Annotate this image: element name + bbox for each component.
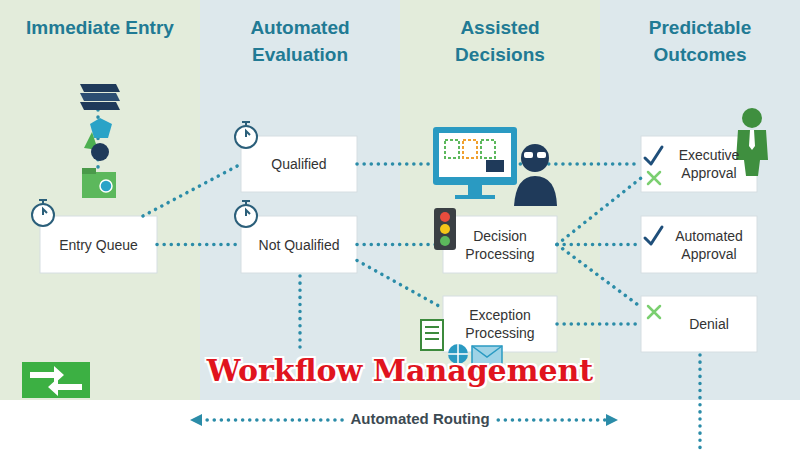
box-fill — [241, 216, 357, 273]
box-fill — [443, 296, 557, 352]
dotted-line — [698, 355, 702, 450]
box-label: Not Qualified — [259, 236, 340, 254]
process-box: Exception Processing — [443, 296, 557, 352]
dotted-connector — [357, 260, 443, 308]
band-header: Immediate Entry — [0, 14, 200, 41]
column-band: Assisted DecisionsDecision ProcessingExc… — [400, 0, 600, 400]
box-label: Executive Approval — [667, 146, 751, 182]
column-heading: Immediate Entry — [26, 14, 174, 41]
box-label: Exception Processing — [451, 306, 549, 342]
dotted-connector — [557, 322, 641, 326]
operator-figure — [514, 144, 557, 206]
band-header: Assisted Decisions — [400, 14, 600, 68]
box-fill — [641, 296, 757, 352]
process-box: Entry Queue — [40, 216, 157, 273]
process-box: Denial — [641, 296, 757, 352]
process-box: Qualified — [241, 136, 357, 192]
column-band: Automated EvaluationQualifiedNot Qualifi… — [200, 0, 400, 400]
box-label: Decision Processing — [451, 227, 549, 263]
process-box: Decision Processing — [443, 216, 557, 273]
column-band — [400, 0, 600, 400]
executive-figure — [736, 108, 768, 176]
box-label: Qualified — [271, 155, 326, 173]
dotted-connector — [357, 243, 443, 247]
box-label: Denial — [689, 315, 729, 333]
shape-icons — [84, 118, 112, 161]
folder-icon — [82, 168, 116, 198]
band-header: Automated Evaluation — [200, 14, 400, 68]
column-band: Predictable OutcomesExecutive ApprovalAu… — [600, 0, 800, 400]
column-band: Immediate EntryEntry Queue — [0, 0, 200, 400]
box-label: Entry Queue — [59, 236, 138, 254]
column-band — [600, 0, 800, 400]
band-header: Predictable Outcomes — [600, 14, 800, 68]
column-heading: Predictable Outcomes — [625, 14, 775, 68]
box-label: Automated Approval — [667, 227, 751, 263]
process-box: Executive Approval — [641, 136, 757, 192]
box-fill — [241, 136, 357, 192]
computer-icon — [433, 127, 517, 199]
column-heading: Assisted Decisions — [425, 14, 575, 68]
dotted-connector — [557, 243, 641, 247]
box-fill — [40, 216, 157, 273]
dotted-line — [298, 276, 302, 350]
title-row: Workflow Management — [0, 352, 800, 390]
dotted-connector — [557, 245, 641, 308]
traffic-light — [434, 208, 456, 250]
process-box: Not Qualified — [241, 216, 357, 273]
routing-arrowhead — [606, 414, 618, 426]
routing-icon — [22, 362, 90, 398]
stopwatch-icons — [32, 122, 257, 227]
column-heading: Automated Evaluation — [225, 14, 375, 68]
routing-arrowhead — [190, 414, 202, 426]
routing-label: Automated Routing — [344, 410, 495, 427]
box-fill — [641, 216, 757, 273]
column-band — [200, 0, 400, 400]
column-band — [0, 0, 200, 400]
box-fill — [443, 216, 557, 273]
outcome-marks — [645, 147, 662, 318]
routing-label-row: Automated Routing — [0, 409, 800, 429]
dotted-connector — [143, 164, 241, 216]
process-box: Automated Approval — [641, 216, 757, 273]
document-stack — [80, 84, 120, 110]
dotted-connector — [157, 243, 241, 247]
dotted-connector — [557, 178, 641, 245]
title: Workflow Management — [207, 353, 593, 388]
